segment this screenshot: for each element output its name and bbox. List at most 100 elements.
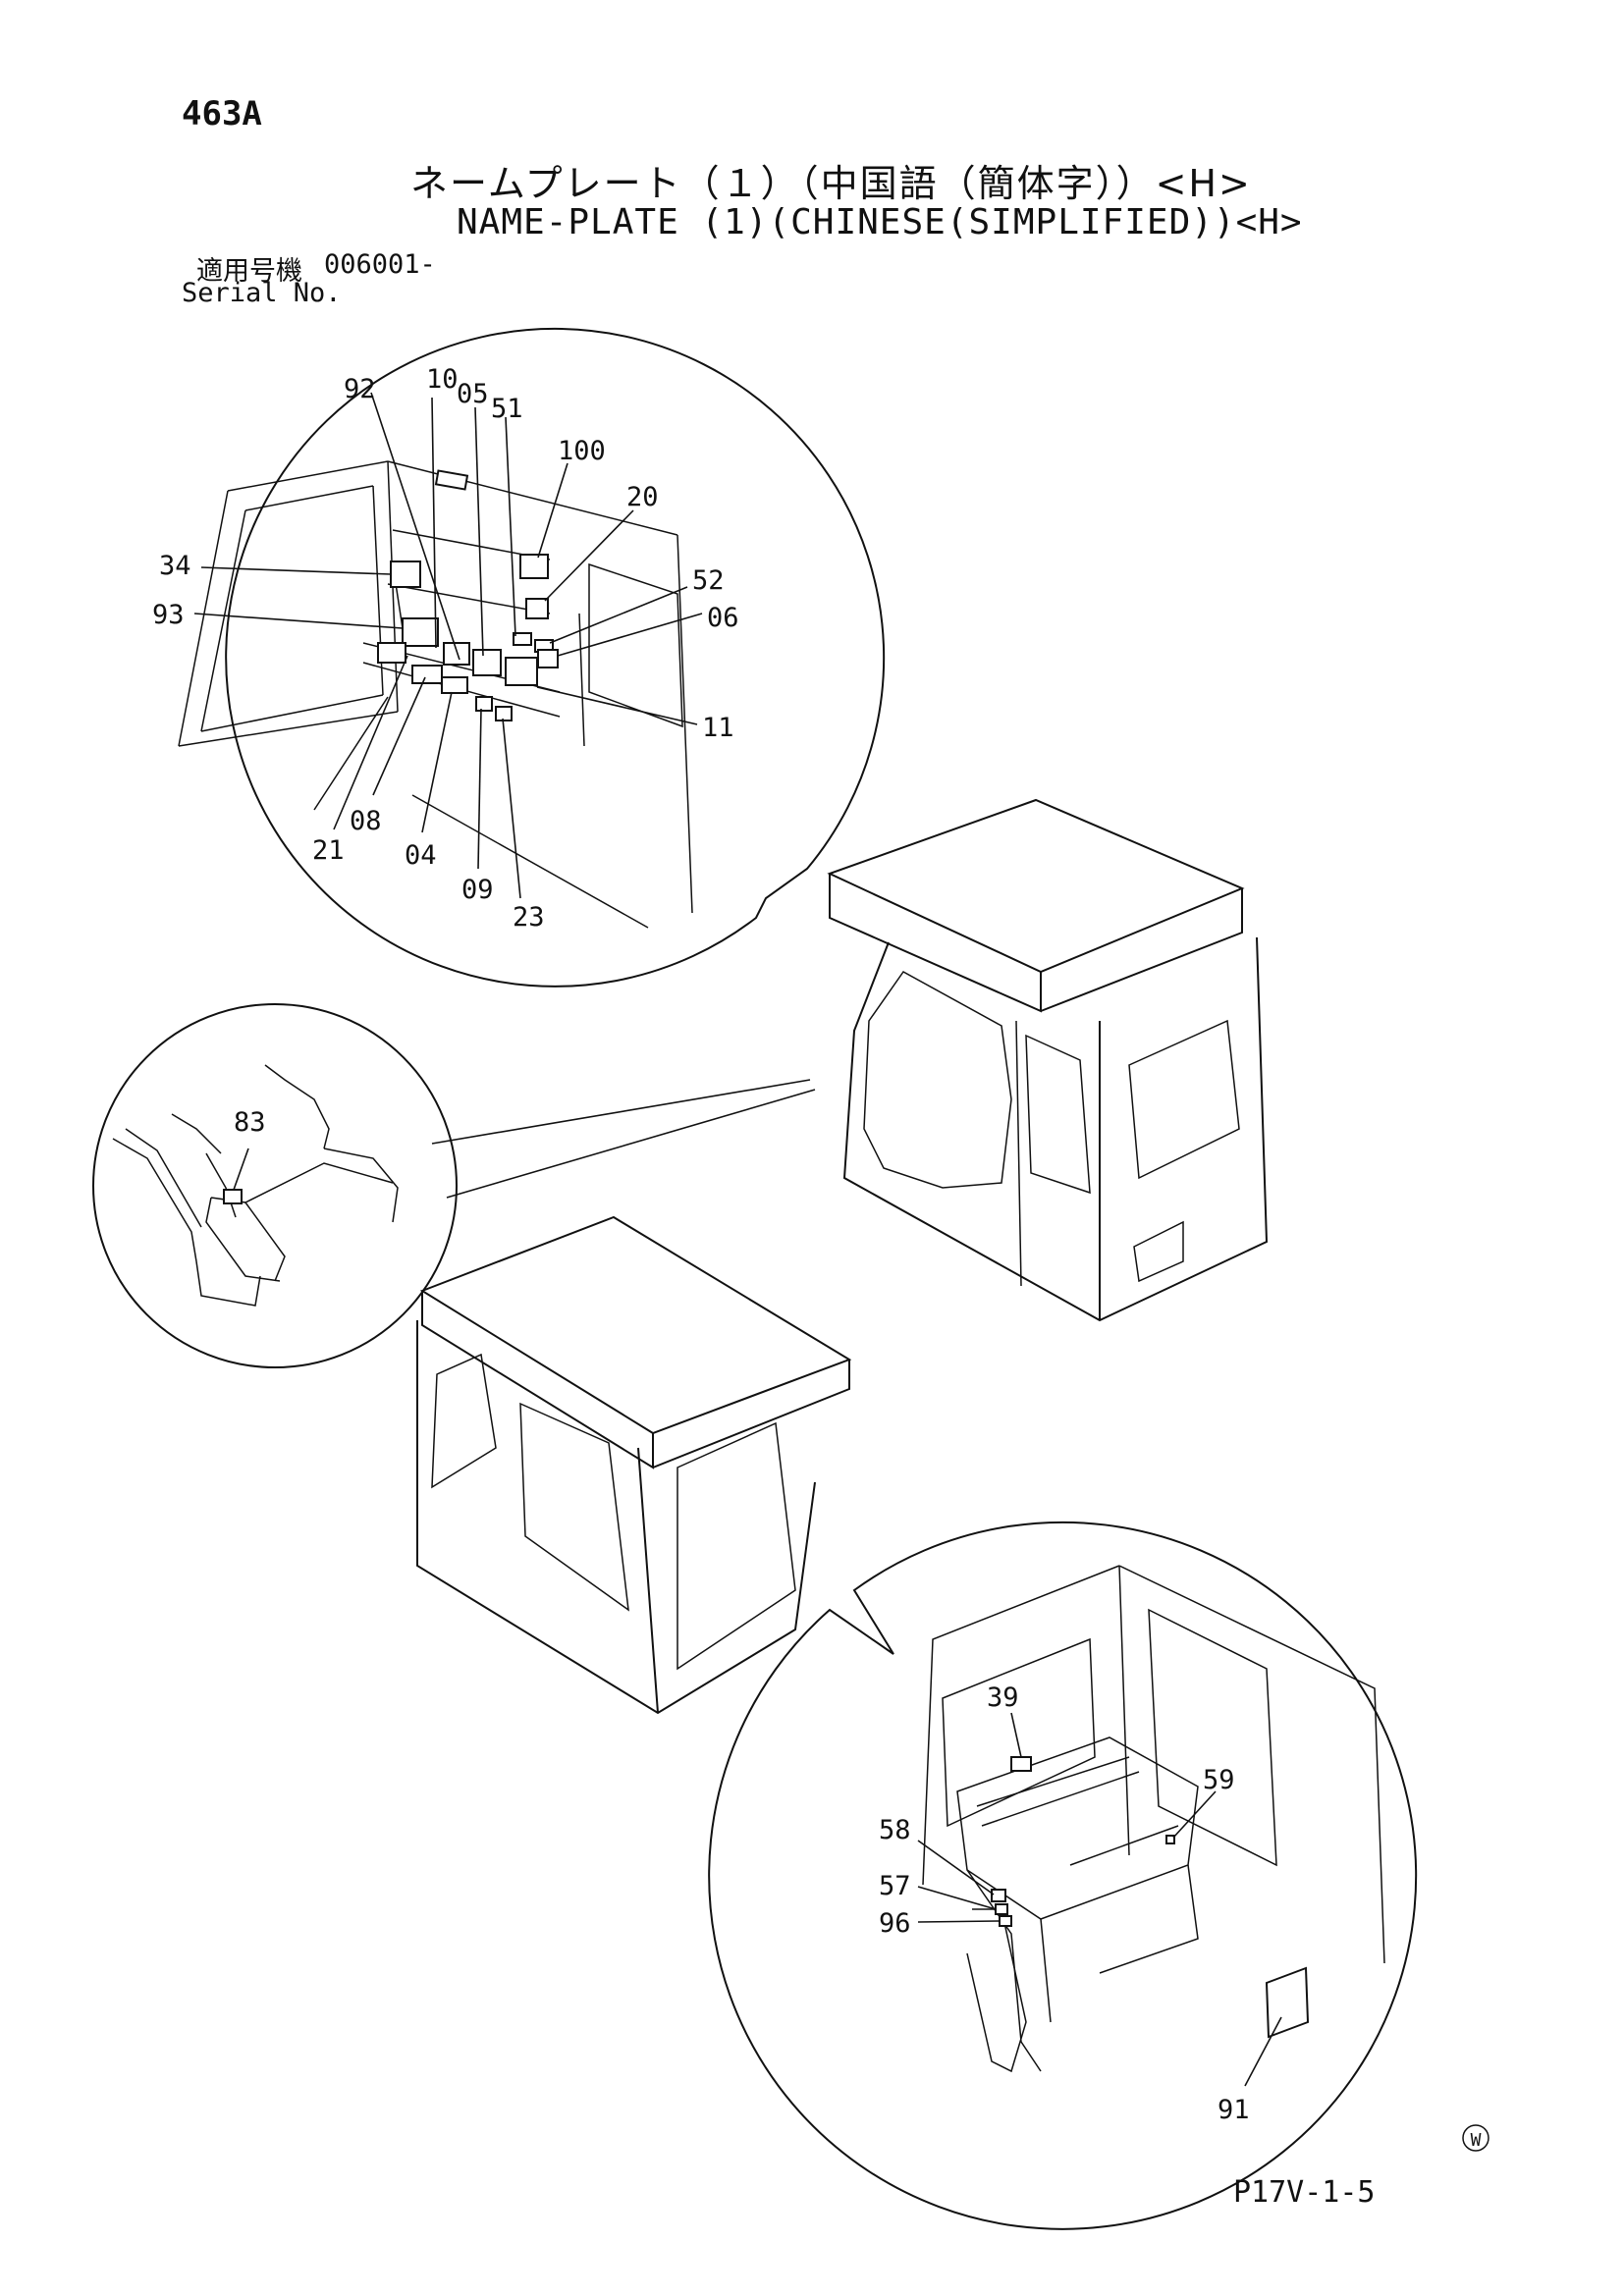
top-detail-bubble <box>225 327 886 988</box>
plate-92 <box>443 642 470 666</box>
callout-91: 91 <box>1218 2095 1250 2125</box>
leader-93 <box>193 613 404 629</box>
leader-11 <box>536 686 698 725</box>
plate-20 <box>525 598 549 619</box>
leader-10 <box>431 397 437 649</box>
right-lever-console <box>244 1064 399 1223</box>
callout-58: 58 <box>879 1815 911 1845</box>
cab-upper-view <box>827 798 1269 1322</box>
callout-83: 83 <box>234 1107 266 1138</box>
plate-91 <box>1265 1966 1310 2039</box>
page-title-japanese: ネームプレート（１）（中国語（簡体字））<H> <box>410 162 1252 205</box>
lever-detail-view: 83 <box>92 1003 816 1368</box>
cab2-window-door <box>677 1421 796 1671</box>
plate-11 <box>505 657 538 686</box>
cab2-roof <box>419 1215 852 1435</box>
serial-value: 006001- <box>324 249 436 280</box>
cab-window-right <box>588 562 683 728</box>
leader-100 <box>537 462 568 559</box>
cab-side-window <box>1025 1034 1091 1195</box>
leader-23 <box>502 718 521 899</box>
plate-100 <box>519 554 549 579</box>
leader-05 <box>474 406 484 657</box>
callout-34: 34 <box>159 551 191 581</box>
leader-59 <box>1172 1790 1217 1839</box>
interior-window-left <box>942 1637 1096 1828</box>
cab-body <box>842 936 1269 1322</box>
leader-39 <box>1010 1712 1022 1758</box>
callout-09: 09 <box>461 875 494 905</box>
cab-lower-view <box>416 1215 852 1715</box>
leader-06 <box>557 613 703 657</box>
callout-21: 21 <box>312 835 345 866</box>
callout-52: 52 <box>692 565 725 596</box>
callout-06: 06 <box>707 603 739 633</box>
bottom-detail-bubble <box>708 1521 1418 2230</box>
leader-58 <box>917 1840 995 1896</box>
plate-83 <box>223 1189 243 1204</box>
leader-92 <box>370 392 460 661</box>
lever-detail-circle <box>92 1003 458 1368</box>
leader-83 <box>233 1148 249 1191</box>
cab2-body <box>416 1320 816 1715</box>
cab-vent <box>1133 1220 1184 1283</box>
callout-92: 92 <box>344 374 376 404</box>
plate-05 <box>472 649 502 676</box>
plate-96 <box>999 1915 1012 1927</box>
callout-08: 08 <box>350 806 382 836</box>
cab-window-left-inner <box>200 485 384 732</box>
serial-label-japanese: 適用号機 <box>196 256 302 287</box>
callout-59: 59 <box>1203 1765 1235 1795</box>
plate-21 <box>377 642 406 664</box>
plate-04 <box>441 676 468 694</box>
plate-39 <box>1010 1756 1032 1772</box>
leader-91 <box>1244 2016 1282 2087</box>
leader-51 <box>505 416 516 637</box>
cab-door-window <box>863 971 1012 1189</box>
leader-96 <box>917 1920 1001 1923</box>
plate-06 <box>537 649 559 668</box>
callout-20: 20 <box>626 482 659 512</box>
watermark-circle <box>1462 2124 1489 2152</box>
callout-39: 39 <box>987 1682 1019 1713</box>
cab-rear-window <box>1128 1019 1240 1180</box>
seat-console-body <box>195 1197 286 1307</box>
plate-93 <box>402 617 439 647</box>
cab-interior-frame <box>922 1565 1385 1964</box>
callout-93: 93 <box>152 600 185 630</box>
callout-11: 11 <box>702 713 734 743</box>
console-side-arm <box>966 1908 1027 2073</box>
plate-23 <box>495 706 513 721</box>
page-reference: P17V-1-5 <box>1233 2175 1376 2210</box>
interior-window-right <box>1148 1608 1277 1867</box>
leader-09 <box>477 708 482 870</box>
callout-04: 04 <box>405 840 437 871</box>
watermark-seal: W <box>1462 2124 1489 2152</box>
plate-08 <box>411 665 443 684</box>
console-top-details <box>976 1756 1179 1866</box>
panel-rails <box>362 529 561 718</box>
callout-23: 23 <box>513 902 545 933</box>
plate-09 <box>475 696 493 712</box>
cab2-window-side <box>519 1402 629 1612</box>
callout-10: 10 <box>426 364 459 395</box>
top-detail-view: 92 10 05 51 100 20 34 52 93 06 11 21 08 … <box>152 327 886 988</box>
left-lever <box>112 1128 202 1262</box>
cab-window-left <box>178 460 399 747</box>
leader-52 <box>549 586 688 644</box>
leader-34 <box>200 566 392 575</box>
callout-100: 100 <box>558 436 606 466</box>
callout-57: 57 <box>879 1871 911 1901</box>
cab2-window-front <box>431 1353 497 1489</box>
serial-label-english: Serial No. <box>182 278 342 308</box>
cab2-roof-edge <box>421 1291 850 1469</box>
plate-34 <box>390 561 421 588</box>
leader-21 <box>333 655 408 830</box>
watermark-letter: W <box>1471 2130 1482 2151</box>
callout-05: 05 <box>457 379 489 409</box>
plate-58 <box>991 1889 1006 1902</box>
leader-20 <box>544 509 634 602</box>
page-code: 463A <box>182 94 262 133</box>
plate-59 <box>1165 1835 1175 1844</box>
